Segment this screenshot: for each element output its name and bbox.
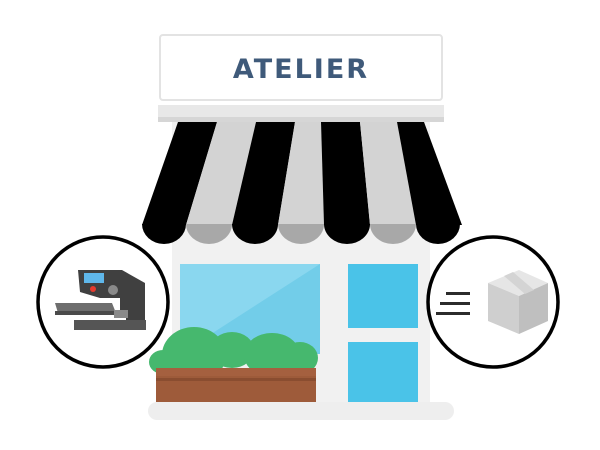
awning-stripe [397,122,462,225]
sign-ledge [158,105,444,119]
heat-press-badge [36,235,170,369]
shop-window-lower-right [348,342,418,406]
awning-stripe [186,122,256,225]
shop-sign-board [159,34,443,101]
heat-press-machine-icon [55,270,146,330]
sidewalk-base [148,402,454,420]
awning-scallop [416,224,460,244]
window-reflection [180,264,320,354]
awning-stripe [360,122,416,225]
sign-ledge-shadow [158,117,444,122]
fast-delivery-box-icon [436,270,548,334]
awning-scallop [186,224,232,244]
delivery-badge [426,235,560,369]
awning-scallop [278,224,324,244]
shop-window-upper-right [348,264,418,328]
awning-scallop [324,224,370,244]
awning [142,122,462,244]
awning-stripe [278,122,324,225]
awning-scallop [142,224,186,244]
awning-stripe [321,122,370,225]
bush [210,332,254,368]
bush [282,342,318,374]
planter-rim [156,368,316,378]
awning-stripe [232,122,295,225]
badge-circle-left [36,235,170,369]
awning-stripe [142,122,217,225]
planter-shade [156,378,316,381]
awning-scallop [232,224,278,244]
shop-sign-text: ATELIER [232,54,370,85]
awning-scallop [370,224,416,244]
